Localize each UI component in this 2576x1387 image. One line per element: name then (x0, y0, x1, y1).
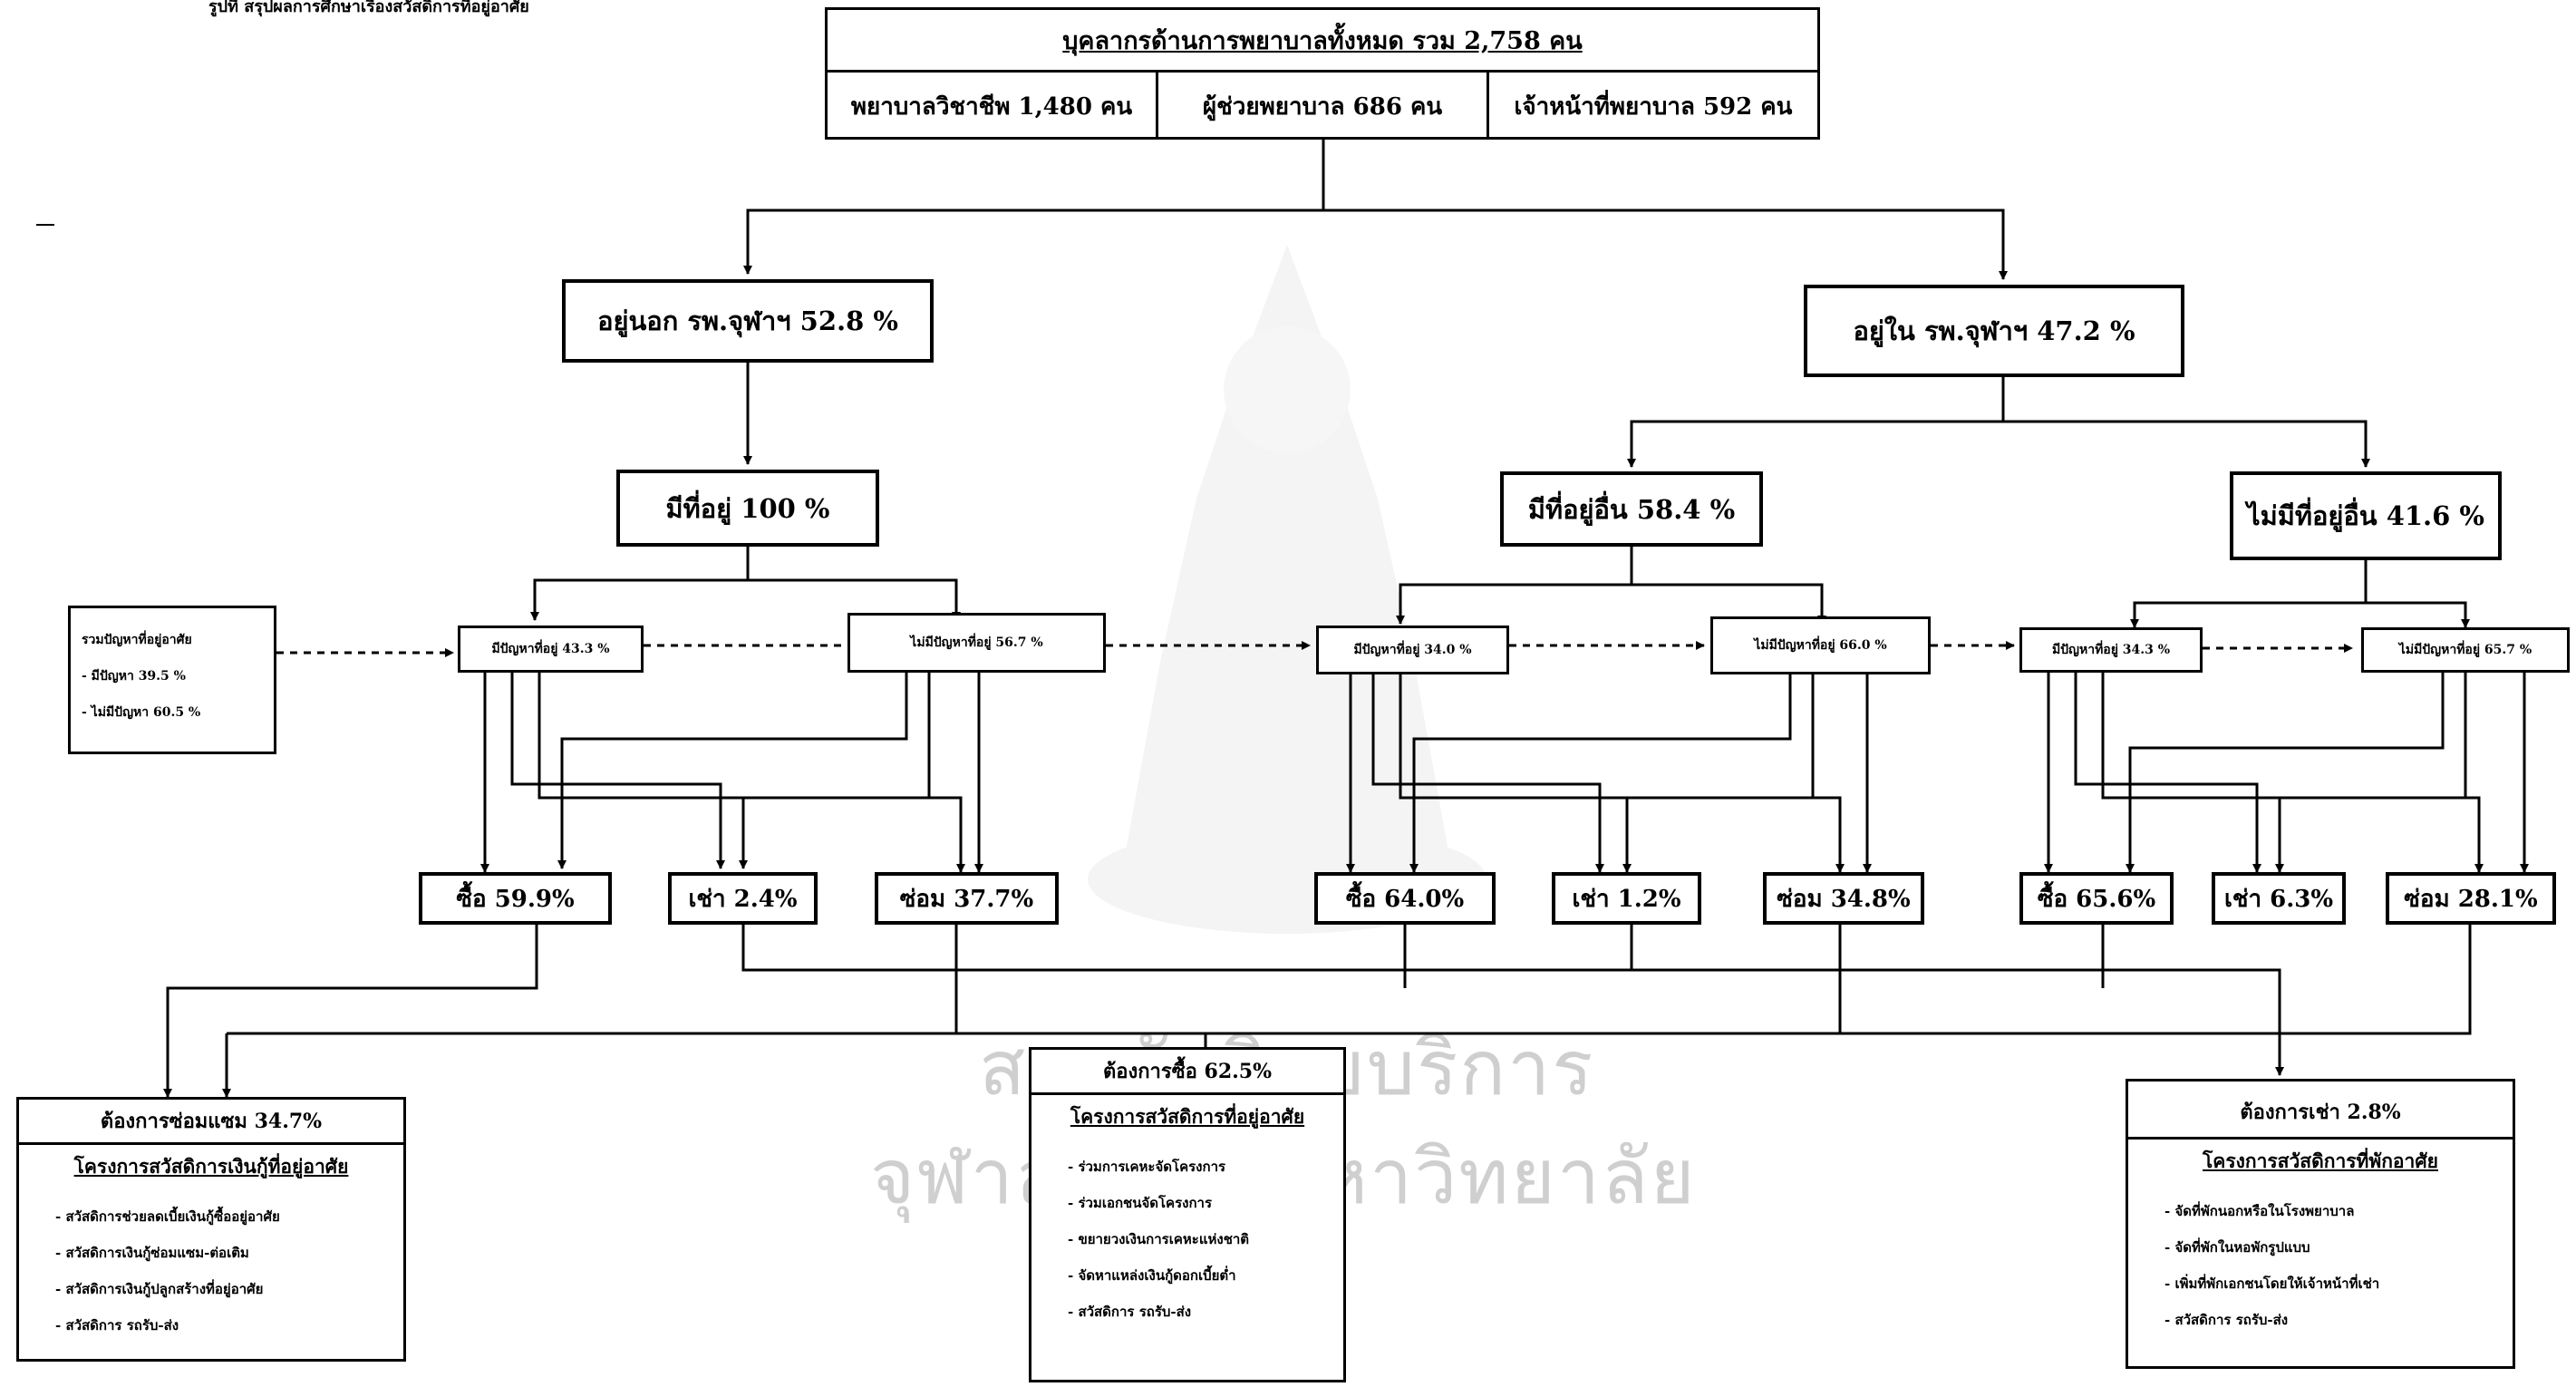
card-buy-item: สวัสดิการ รถรับ-ส่ง (1068, 1301, 1343, 1323)
node-a-no-problem: ไม่มีปัญหาที่อยู่ 56.7 % (847, 613, 1106, 673)
node-no-other-housing: ไม่มีที่อยู่อื่น 41.6 % (2230, 471, 2502, 560)
node-a-repair: ซ่อม 37.7% (875, 872, 1059, 925)
card-buy-need: ต้องการซื้อ 62.5% โครงการสวัสดิการที่อยู… (1029, 1047, 1346, 1382)
card-buy-item: จัดหาแหล่งเงินกู้ดอกเบี้ยต่ำ (1068, 1265, 1343, 1286)
root-cell-professional-nurses: พยาบาลวิชาชีพ 1,480 คน (850, 92, 1133, 121)
legend-no-problem: - ไม่มีปัญหา 60.5 % (82, 705, 201, 720)
node-has-housing-100: มีที่อยู่ 100 % (616, 470, 879, 547)
card-repair-item: สวัสดิการช่วยลดเบี้ยเงินกู้ซื้ออยู่อาศัย (55, 1206, 403, 1227)
node-c-repair: ซ่อม 28.1% (2386, 872, 2556, 925)
card-rent-heading: ต้องการเช่า 2.8% (2128, 1081, 2513, 1140)
node-c-buy: ซื้อ 65.6% (2019, 872, 2174, 925)
card-buy-item: ขยายวงเงินการเคหะแห่งชาติ (1068, 1228, 1343, 1250)
node-c-no-problem: ไม่มีปัญหาที่อยู่ 65.7 % (2361, 627, 2570, 673)
card-repair-item: สวัสดิการเงินกู้ซ่อมแซม-ต่อเติม (55, 1242, 403, 1264)
card-buy-subtitle: โครงการสวัสดิการที่อยู่อาศัย (1070, 1105, 1305, 1128)
card-buy-item: ร่วมการเคหะจัดโครงการ (1068, 1156, 1343, 1178)
legend-has-problem: - มีปัญหา 39.5 % (82, 669, 186, 684)
card-rent-item: เพิ่มที่พักเอกชนโดยให้เจ้าหน้าที่เช่า (2164, 1273, 2513, 1295)
card-rent-item: จัดที่พักนอกหรือในโรงพยาบาล (2164, 1200, 2513, 1222)
legend-title: รวมปัญหาที่อยู่อาศัย (82, 633, 192, 647)
card-repair-item: สวัสดิการเงินกู้ปลูกสร้างที่อยู่อาศัย (55, 1278, 403, 1300)
card-buy-item: ร่วมเอกชนจัดโครงการ (1068, 1192, 1343, 1214)
node-a-has-problem: มีปัญหาที่อยู่ 43.3 % (458, 626, 644, 673)
card-rent-subtitle: โครงการสวัสดิการที่พักอาศัย (2203, 1149, 2438, 1172)
node-b-buy: ซื้อ 64.0% (1314, 872, 1496, 925)
page-caption: รูปที่ สรุปผลการศึกษาเรื่องสวัสดิการที่อ… (208, 0, 529, 16)
node-a-rent: เช่า 2.4% (668, 872, 818, 925)
card-rent-item: จัดที่พักในหอพักรูปแบบ (2164, 1237, 2513, 1258)
card-buy-heading: ต้องการซื้อ 62.5% (1031, 1050, 1343, 1095)
node-b-has-problem: มีปัญหาที่อยู่ 34.0 % (1316, 626, 1509, 674)
root-box: บุคลากรด้านการพยาบาลทั้งหมด รวม 2,758 คน… (825, 7, 1820, 140)
node-c-has-problem: มีปัญหาที่อยู่ 34.3 % (2019, 627, 2203, 673)
card-repair-subtitle: โครงการสวัสดิการเงินกู้ที่อยู่อาศัย (73, 1155, 349, 1178)
node-inside-hospital: อยู่ใน รพ.จุฬาฯ 47.2 % (1804, 285, 2184, 377)
node-has-other-housing: มีที่อยู่อื่น 58.4 % (1500, 471, 1763, 547)
root-cell-nursing-officers: เจ้าหน้าที่พยาบาล 592 คน (1487, 73, 1817, 140)
card-repair-item: สวัสดิการ รถรับ-ส่ง (55, 1314, 403, 1336)
root-cell-assistant-nurses: ผู้ช่วยพยาบาล 686 คน (1156, 73, 1487, 140)
node-a-buy: ซื้อ 59.9% (419, 872, 612, 925)
node-b-no-problem: ไม่มีปัญหาที่อยู่ 66.0 % (1710, 616, 1931, 674)
node-c-rent: เช่า 6.3% (2212, 872, 2346, 925)
card-rent-need: ต้องการเช่า 2.8% โครงการสวัสดิการที่พักอ… (2126, 1079, 2515, 1369)
node-b-rent: เช่า 1.2% (1552, 872, 1701, 925)
problem-summary-legend: รวมปัญหาที่อยู่อาศัย - มีปัญหา 39.5 % - … (68, 606, 276, 754)
node-b-repair: ซ่อม 34.8% (1763, 872, 1924, 925)
node-outside-hospital: อยู่นอก รพ.จุฬาฯ 52.8 % (562, 279, 934, 363)
root-title: บุคลากรด้านการพยาบาลทั้งหมด รวม 2,758 คน (828, 10, 1817, 73)
card-repair-need: ต้องการซ่อมแซม 34.7% โครงการสวัสดิการเงิ… (16, 1097, 406, 1362)
card-repair-heading: ต้องการซ่อมแซม 34.7% (19, 1100, 403, 1145)
card-rent-item: สวัสดิการ รถรับ-ส่ง (2164, 1309, 2513, 1331)
